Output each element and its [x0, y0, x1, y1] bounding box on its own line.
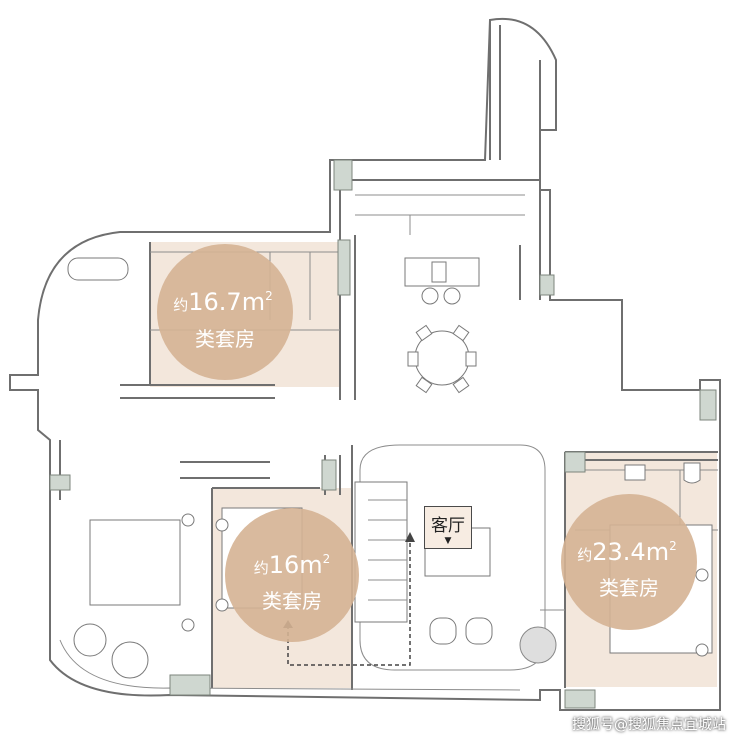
living-room-name: 客厅: [431, 516, 465, 536]
column: [49, 474, 71, 491]
dining-chair: [407, 351, 419, 367]
living-room-marker: ▼: [444, 536, 452, 546]
sofa-cushions: [368, 499, 407, 601]
nightstand: [181, 618, 195, 632]
area-label: 约16.7m2: [173, 288, 272, 316]
nightstand: [215, 518, 229, 532]
nightstand: [215, 598, 229, 612]
armchair: [465, 617, 493, 645]
sofa: [354, 481, 408, 623]
room-type-label: 类套房: [195, 327, 255, 351]
column: [333, 159, 353, 191]
dining-chair: [415, 376, 433, 394]
nightstand: [695, 568, 709, 582]
bathtub: [67, 257, 129, 281]
room-type-label: 类套房: [262, 589, 322, 613]
outer-wall: [9, 17, 721, 711]
area-label: 约23.4m2: [577, 538, 676, 566]
watermark: 搜狐号@搜狐焦点宜城站: [572, 717, 726, 733]
circulation-path: [287, 538, 411, 666]
path-arrow: [405, 532, 415, 542]
room-type-label: 类套房: [599, 576, 659, 600]
stool: [421, 287, 439, 305]
suite-2-badge: 约16m2 类套房: [225, 508, 359, 642]
column: [321, 459, 337, 491]
side-table: [111, 641, 149, 679]
column: [169, 674, 211, 696]
lounge-chair: [73, 623, 107, 657]
sink: [624, 464, 646, 481]
dining-chair: [452, 324, 470, 342]
balcony-wall: [489, 20, 541, 180]
nightstand: [181, 513, 195, 527]
toilet: [683, 462, 701, 484]
column: [564, 689, 596, 709]
dining-chair: [452, 376, 470, 394]
master-bed: [89, 519, 181, 606]
badge-circle: [157, 244, 293, 380]
column: [699, 389, 717, 421]
living-room-label: 客厅 ▼: [424, 506, 472, 549]
dining-chair: [465, 351, 477, 367]
dining-chair: [415, 324, 433, 342]
stool: [443, 287, 461, 305]
plant: [519, 626, 557, 664]
area-label: 约16m2: [254, 551, 331, 579]
armchair: [429, 617, 457, 645]
suite-3-badge: 约23.4m2 类套房: [561, 494, 697, 630]
column: [564, 451, 586, 473]
nightstand: [695, 643, 709, 657]
column: [337, 239, 351, 296]
badge-circle: [561, 494, 697, 630]
column: [539, 274, 555, 296]
suite-1-badge: 约16.7m2 类套房: [157, 244, 293, 380]
badge-circle: [225, 508, 359, 642]
cooktop: [431, 261, 447, 283]
